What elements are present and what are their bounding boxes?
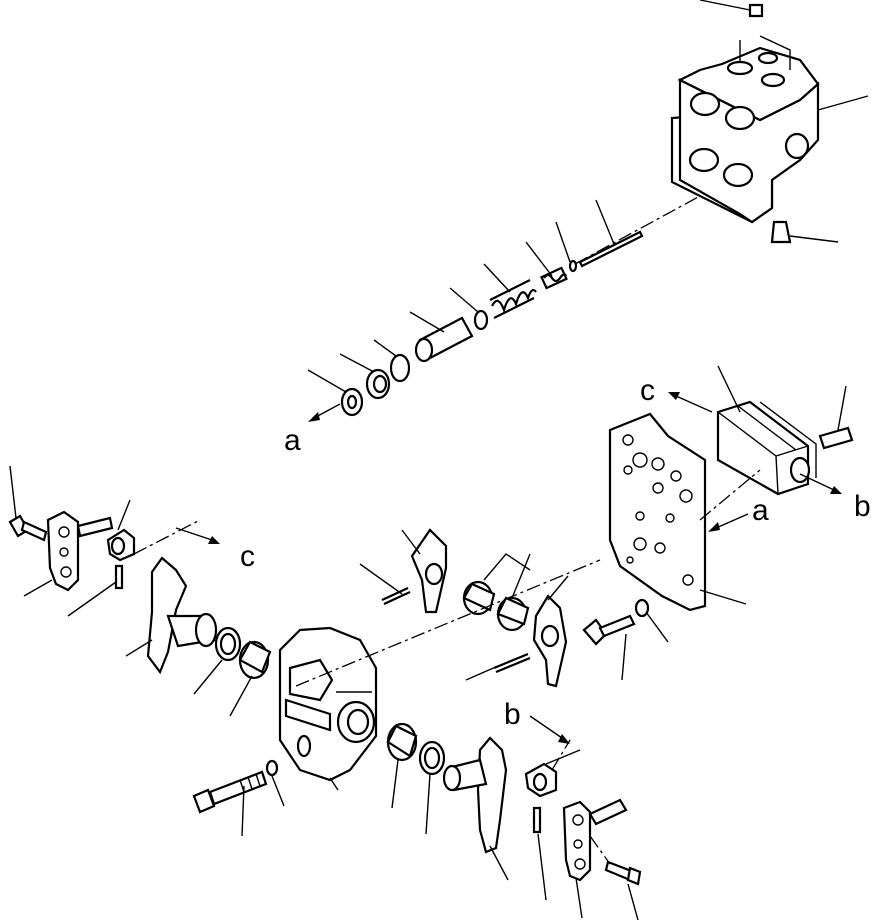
collar xyxy=(365,368,391,400)
small-spring xyxy=(540,266,568,290)
leader-lines xyxy=(9,0,869,921)
right-bolt xyxy=(818,426,854,450)
callout-b-bottom: b xyxy=(504,698,521,731)
bottom-lever xyxy=(442,736,508,854)
callout-c-left: c xyxy=(240,540,255,573)
arrows xyxy=(175,392,842,744)
small-ring xyxy=(568,259,578,273)
plate-bolt xyxy=(582,614,636,646)
left-bolt xyxy=(8,514,48,542)
callout-a-right: a xyxy=(752,494,769,527)
main-housing xyxy=(278,626,378,782)
pin-lower xyxy=(493,652,531,674)
spring-seat xyxy=(473,309,489,331)
left-pin xyxy=(114,564,124,590)
long-bolt xyxy=(192,770,268,814)
o-ring xyxy=(389,353,411,383)
left-bushing xyxy=(238,640,272,680)
mounting-plate xyxy=(608,412,707,612)
plug xyxy=(770,220,792,244)
valve-body xyxy=(670,35,820,224)
callout-b-right: b xyxy=(854,490,871,523)
left-clevis xyxy=(106,528,136,562)
spool xyxy=(578,230,644,268)
solenoid-block xyxy=(716,400,817,496)
snap-ring xyxy=(634,598,650,618)
lever-right xyxy=(532,594,568,688)
lever-center xyxy=(410,528,448,614)
left-bracket xyxy=(46,510,114,592)
pin-upper xyxy=(381,587,411,605)
top-screw xyxy=(748,3,764,18)
piston xyxy=(414,316,474,363)
bottom-seal xyxy=(418,740,446,776)
callout-a-top: a xyxy=(284,424,301,457)
left-lever xyxy=(146,556,218,675)
main-spring xyxy=(489,279,537,319)
cap xyxy=(340,387,364,417)
bottom-screw xyxy=(604,860,642,886)
left-seal xyxy=(214,626,242,662)
bottom-pin xyxy=(532,806,542,834)
callout-c-top: c xyxy=(640,374,655,407)
bushing-pair xyxy=(462,580,530,632)
bottom-bracket xyxy=(562,798,628,882)
bottom-clevis xyxy=(524,762,558,798)
washer xyxy=(265,759,279,777)
bottom-bushing xyxy=(386,722,418,762)
